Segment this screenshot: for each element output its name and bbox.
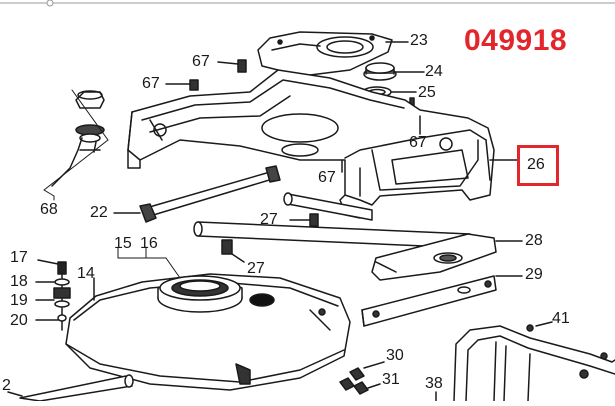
rod-22: [113, 165, 281, 223]
bolt-67b: [165, 79, 199, 91]
callout-67-center: 67: [318, 169, 336, 186]
highlight-box-26: [517, 145, 559, 186]
callout-28: 28: [525, 232, 543, 249]
rod-upper: [283, 192, 373, 221]
callout-14: 14: [77, 265, 95, 282]
callout-31: 31: [382, 371, 400, 388]
callout-15: 15: [114, 235, 132, 252]
bar-29: [361, 275, 523, 327]
callout-67-top: 67: [192, 53, 210, 70]
bolt-27a: [289, 213, 319, 227]
callout-22: 22: [90, 204, 108, 221]
part-number: 049918: [464, 24, 568, 57]
callout-18: 18: [10, 273, 28, 290]
callout-30: 30: [386, 347, 404, 364]
fuel-cap-assembly: [51, 90, 105, 187]
main-frame: [127, 69, 495, 219]
callout-23: 23: [410, 32, 428, 49]
callout-38: 38: [425, 375, 443, 392]
callout-2: 2: [2, 377, 11, 394]
pipe-2: [7, 374, 134, 402]
callout-27-upper: 27: [260, 211, 278, 228]
callout-26: 26: [527, 156, 545, 173]
callout-68: 68: [40, 201, 58, 218]
parts-17-20: [35, 259, 71, 331]
bolts-30-31: [339, 361, 385, 395]
callout-16: 16: [140, 235, 158, 252]
callout-29: 29: [525, 266, 543, 283]
callout-17: 17: [10, 249, 28, 266]
callout-67-right: 67: [409, 134, 427, 151]
roller-28: [193, 221, 523, 281]
bolt-27b: [221, 239, 245, 263]
callout-27-lower: 27: [247, 260, 265, 277]
right-frame: [435, 321, 615, 402]
fitting-24: [363, 62, 397, 81]
top-cover-plate: [257, 31, 393, 77]
bracket-68: [43, 89, 109, 201]
callout-19: 19: [10, 292, 28, 309]
callout-24: 24: [425, 63, 443, 80]
bracket-15-16: [117, 247, 181, 279]
callout-41: 41: [552, 310, 570, 327]
callout-20: 20: [10, 312, 28, 329]
fuel-tank: [65, 273, 351, 391]
bolt-67a: [217, 59, 247, 73]
callout-25: 25: [418, 84, 436, 101]
callout-67-left: 67: [142, 75, 160, 92]
